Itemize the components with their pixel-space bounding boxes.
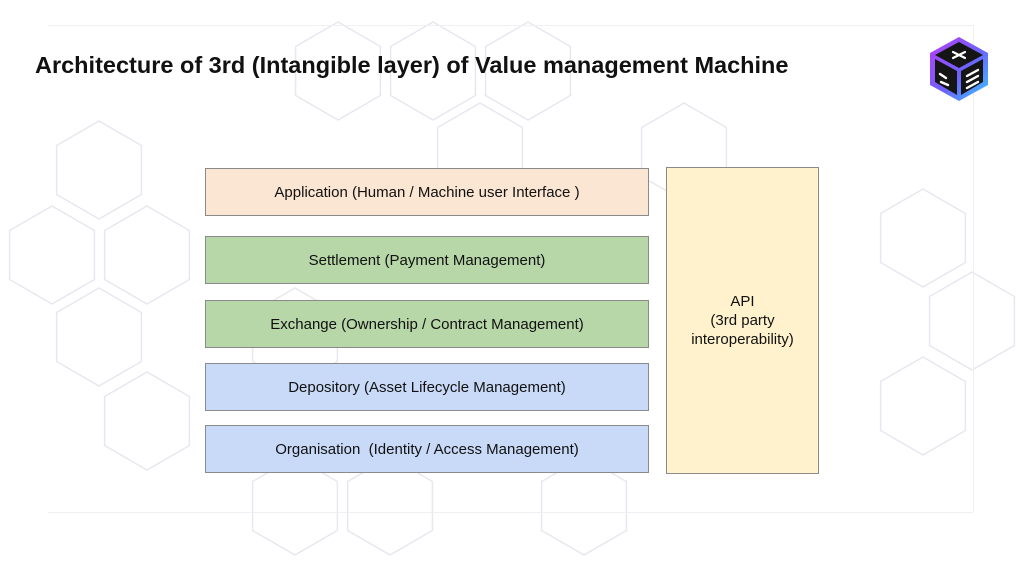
layer-depository: Depository (Asset Lifecycle Management): [205, 363, 649, 411]
api-box: API (3rd party interoperability): [666, 167, 819, 474]
background-hexagon: [55, 287, 143, 387]
background-hexagon: [103, 205, 191, 305]
background-hexagon: [540, 456, 628, 556]
cube-logo-icon: [930, 37, 988, 101]
layer-settlement: Settlement (Payment Management): [205, 236, 649, 284]
api-title: API: [730, 293, 755, 310]
layer-application: Application (Human / Machine user Interf…: [205, 168, 649, 216]
api-subtitle-line1: (3rd party: [710, 312, 775, 329]
layer-organisation-label: Organisation (Identity / Access Manageme…: [275, 440, 579, 458]
page-title: Architecture of 3rd (Intangible layer) o…: [35, 52, 789, 78]
frame-top-border: [48, 25, 973, 26]
frame-bottom-border: [48, 512, 973, 513]
layer-settlement-label: Settlement (Payment Management): [308, 251, 546, 269]
frame-right-border: [973, 25, 974, 512]
api-subtitle-line2: interoperability): [691, 331, 794, 348]
background-hexagon: [928, 271, 1016, 371]
background-hexagon: [484, 21, 572, 121]
background-hexagon: [389, 21, 477, 121]
layer-application-label: Application (Human / Machine user Interf…: [274, 183, 580, 201]
background-hexagon: [879, 356, 967, 456]
background-hexagon: [346, 456, 434, 556]
background-hexagon: [8, 205, 96, 305]
layer-exchange: Exchange (Ownership / Contract Managemen…: [205, 300, 649, 348]
layer-organisation: Organisation (Identity / Access Manageme…: [205, 425, 649, 473]
layer-exchange-label: Exchange (Ownership / Contract Managemen…: [270, 315, 584, 333]
background-hexagon: [55, 120, 143, 220]
background-hexagon: [251, 456, 339, 556]
layer-depository-label: Depository (Asset Lifecycle Management): [288, 378, 566, 396]
background-hexagon: [103, 371, 191, 471]
background-hexagon: [294, 21, 382, 121]
background-hexagon: [879, 188, 967, 288]
